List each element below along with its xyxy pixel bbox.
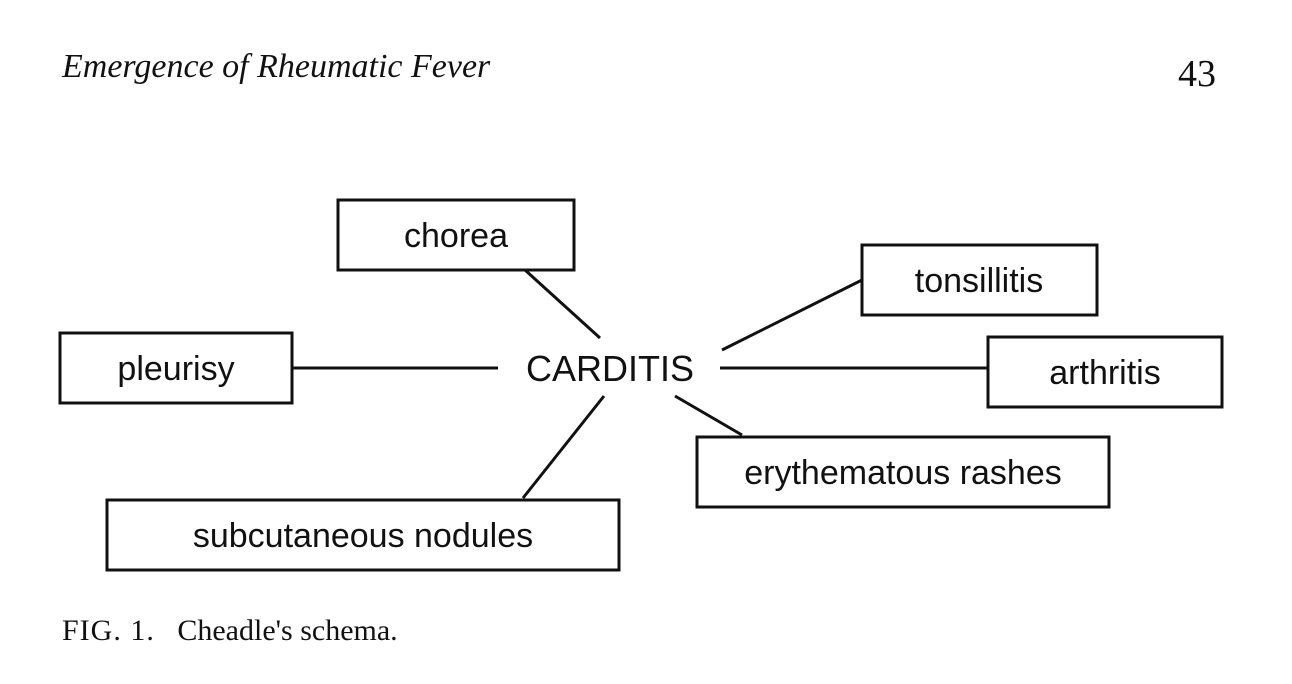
node-label-chorea: chorea [404,217,508,255]
node-tonsillitis: tonsillitis [860,243,1099,317]
node-box-tonsillitis [860,243,1099,317]
node-label-erythematous-rashes: erythematous rashes [744,454,1062,492]
figure-caption: FIG. 1. Cheadle's schema. [62,614,398,648]
figure-label: FIG. 1. [62,614,155,647]
edge-tonsillitis [721,278,863,352]
node-pleurisy: pleurisy [58,331,294,405]
node-box-pleurisy [58,331,294,405]
node-box-chorea [336,198,576,272]
figure-caption-text: Cheadle's schema. [177,614,398,647]
node-box-subcutaneous-nodules [105,498,621,572]
center-label-carditis: CARDITIS [526,348,694,389]
node-label-arthritis: arthritis [1049,354,1160,392]
node-label-pleurisy: pleurisy [117,350,234,388]
running-head: Emergence of Rheumatic Fever [62,48,491,85]
node-label-subcutaneous-nodules: subcutaneous nodules [193,517,533,555]
node-chorea: chorea [336,198,576,272]
edge-chorea [523,268,602,340]
node-label-tonsillitis: tonsillitis [915,262,1043,300]
edge-subcutaneous-nodules [521,395,606,499]
node-subcutaneous-nodules: subcutaneous nodules [105,498,621,572]
edge-erythematous-rashes [674,394,743,437]
page-number: 43 [1178,53,1216,95]
node-box-erythematous-rashes [695,435,1111,509]
node-erythematous-rashes: erythematous rashes [695,435,1111,509]
node-box-arthritis [986,335,1224,409]
node-arthritis: arthritis [986,335,1224,409]
